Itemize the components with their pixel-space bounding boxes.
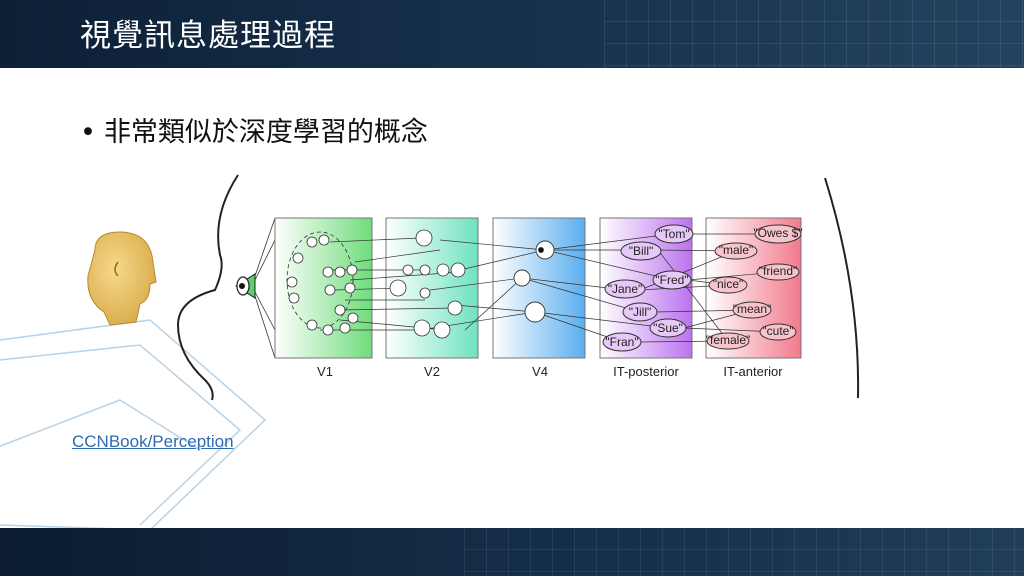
v4-panel	[492, 217, 586, 359]
face-profile-outline	[176, 174, 239, 401]
it-posterior-label: "Tom"	[658, 227, 689, 241]
it-anterior-label: "male"	[719, 243, 754, 257]
it-anterior-label: "Owes $"	[753, 226, 802, 240]
slide-title: 視覺訊息處理過程	[80, 18, 336, 54]
it-posterior-cells	[602, 224, 694, 352]
source-link[interactable]: CCNBook/Perception	[72, 432, 234, 451]
it-anterior-label: "cute"	[762, 324, 793, 338]
it-posterior-label: "Fran"	[605, 335, 638, 349]
stage-labels: V1 V2 V4 IT-posterior IT-anterior	[317, 364, 783, 379]
slide-footer	[0, 528, 1024, 576]
optic-projection-lines	[254, 217, 276, 359]
header-grid-decoration	[604, 0, 1024, 68]
stage-label-it-anterior: IT-anterior	[723, 364, 783, 379]
it-posterior-labels: "Tom" "Bill" "Fred" "Jane" "Jill" "Sue" …	[605, 227, 689, 349]
stage-label-v1: V1	[317, 364, 333, 379]
stage-label-it-posterior: IT-posterior	[613, 364, 679, 379]
stage-label-v4: V4	[532, 364, 548, 379]
stage-label-v2: V2	[424, 364, 440, 379]
eye-icon	[235, 273, 256, 299]
it-posterior-label: "Jane"	[608, 282, 643, 296]
head-icon	[87, 231, 157, 326]
it-posterior-label: "Jill"	[629, 305, 652, 319]
it-anterior-label: "friend"	[759, 264, 798, 278]
v1-features	[286, 231, 359, 336]
v4-features	[513, 240, 555, 323]
footer-grid-decoration	[464, 528, 1024, 576]
it-anterior-cells	[706, 224, 802, 350]
it-anterior-label: "mean"	[733, 302, 772, 316]
v2-features	[389, 229, 466, 339]
bullet-text: 非常類似於深度學習的概念	[103, 117, 428, 148]
it-anterior-labels: "Owes $" "male" "friend" "nice" "mean" "…	[706, 226, 803, 347]
bullet-point: •非常類似於深度學習的概念	[80, 110, 428, 149]
it-posterior-label: "Bill"	[629, 244, 654, 258]
visual-field-arc	[824, 177, 860, 399]
it-anterior-label: "nice"	[713, 277, 744, 291]
bullet-dot: •	[80, 117, 96, 148]
it-posterior-label: "Sue"	[653, 321, 683, 335]
it-posterior-label: "Fred"	[655, 273, 688, 287]
it-anterior-label: "female"	[706, 333, 751, 347]
slide-header: 視覺訊息處理過程	[0, 0, 1024, 68]
